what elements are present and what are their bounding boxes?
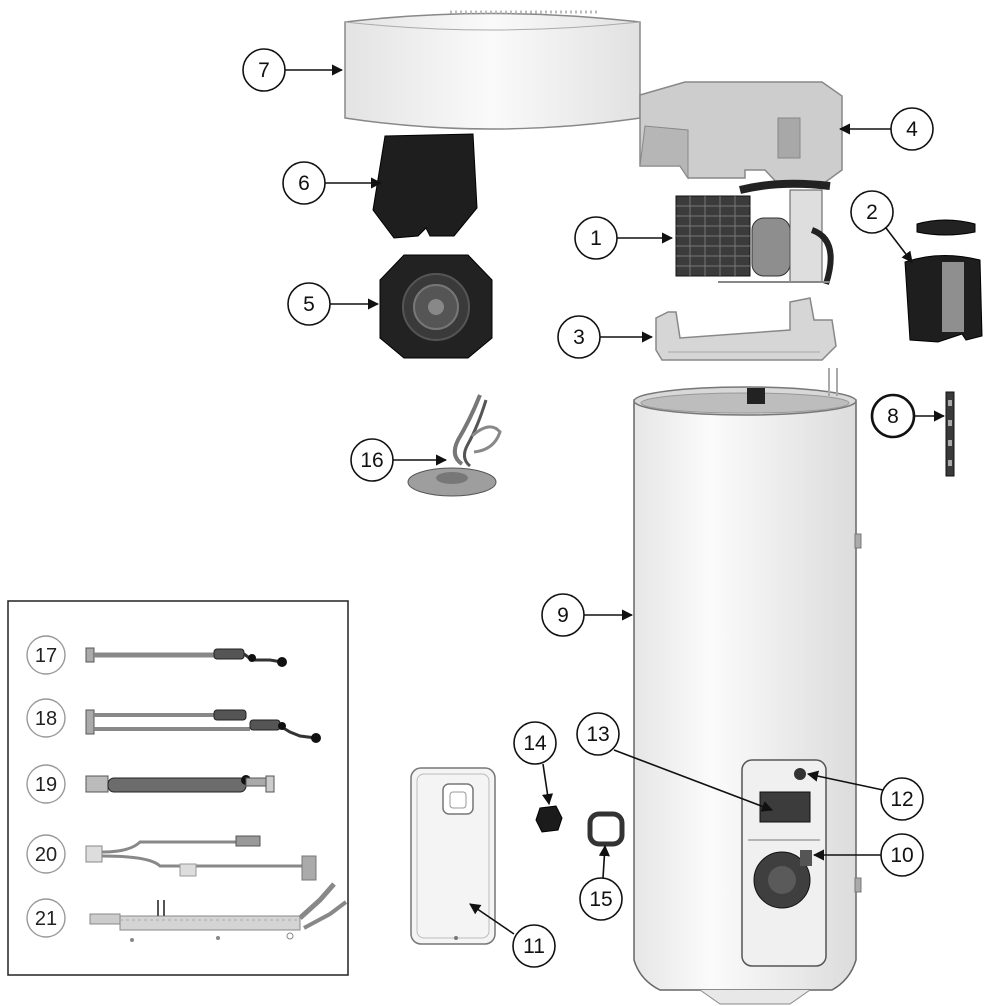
callout-8: 8 bbox=[870, 393, 916, 439]
fan-assembly bbox=[379, 254, 493, 359]
callout-circle-15 bbox=[579, 877, 623, 921]
callout-13: 13 bbox=[576, 712, 620, 756]
inset-number-20: 20 bbox=[35, 844, 57, 866]
inset-label-18: 18 bbox=[26, 698, 66, 738]
callout-number-12: 12 bbox=[890, 788, 913, 811]
callout-number-3: 3 bbox=[573, 326, 585, 349]
callout-circle-13 bbox=[576, 712, 620, 756]
top-cover-band bbox=[344, 10, 641, 130]
callout-arrow-15 bbox=[598, 844, 610, 879]
inset-circle-19 bbox=[26, 764, 66, 804]
mounting-bracket bbox=[945, 391, 955, 477]
callout-9: 9 bbox=[541, 593, 585, 637]
callout-number-6: 6 bbox=[298, 172, 310, 195]
callout-circle-1 bbox=[574, 216, 618, 260]
inset-number-21: 21 bbox=[35, 908, 57, 930]
inset-circle-18 bbox=[26, 698, 66, 738]
callout-10: 10 bbox=[880, 833, 924, 877]
inset-part-19-tube bbox=[85, 775, 275, 793]
inset-label-17: 17 bbox=[26, 635, 66, 675]
callout-number-16: 16 bbox=[360, 449, 383, 472]
callout-11: 11 bbox=[512, 924, 556, 968]
inset-part-17-cable bbox=[85, 647, 287, 667]
callout-7: 7 bbox=[242, 48, 286, 92]
callout-16: 16 bbox=[350, 438, 394, 482]
callout-number-9: 9 bbox=[557, 604, 569, 627]
callout-5: 5 bbox=[287, 282, 331, 326]
callout-3: 3 bbox=[557, 315, 601, 359]
front-cover-panel bbox=[410, 767, 496, 945]
inset-circle-21 bbox=[26, 898, 66, 938]
callout-circle-14 bbox=[513, 721, 557, 765]
control-knob bbox=[535, 805, 563, 833]
callout-arrows bbox=[285, 64, 946, 935]
callout-number-13: 13 bbox=[586, 723, 609, 746]
callout-circle-4 bbox=[890, 107, 934, 151]
callout-circle-11 bbox=[512, 924, 556, 968]
callout-number-7: 7 bbox=[258, 59, 270, 82]
inset-label-layer: 17 18 19 20 21 bbox=[26, 635, 66, 938]
callout-circle-10 bbox=[880, 833, 924, 877]
side-cover-pieces bbox=[904, 219, 983, 343]
inset-number-18: 18 bbox=[35, 708, 57, 730]
inset-circle-20 bbox=[26, 834, 66, 874]
callout-arrow-11 bbox=[469, 903, 515, 935]
callout-circle-16 bbox=[350, 438, 394, 482]
callout-number-10: 10 bbox=[890, 844, 913, 867]
inset-circle-17 bbox=[26, 635, 66, 675]
callout-4: 4 bbox=[890, 107, 934, 151]
callout-arrow-14 bbox=[541, 763, 554, 806]
callout-6: 6 bbox=[282, 161, 326, 205]
gasket-ring bbox=[587, 811, 625, 847]
water-tank bbox=[633, 368, 862, 1005]
heating-element bbox=[407, 394, 502, 497]
upper-housing bbox=[639, 81, 843, 187]
callout-circle-5 bbox=[287, 282, 331, 326]
callout-1: 1 bbox=[574, 216, 618, 260]
callout-number-2: 2 bbox=[866, 201, 878, 224]
inset-label-19: 19 bbox=[26, 764, 66, 804]
callout-circle-9 bbox=[541, 593, 585, 637]
callout-12: 12 bbox=[880, 777, 924, 821]
callout-arrow-12 bbox=[806, 770, 884, 791]
callout-number-8: 8 bbox=[887, 405, 899, 428]
callout-circle-12 bbox=[880, 777, 924, 821]
inset-number-17: 17 bbox=[35, 645, 57, 667]
callout-number-4: 4 bbox=[906, 118, 918, 141]
compressor-assembly bbox=[675, 179, 834, 285]
callout-number-11: 11 bbox=[523, 935, 545, 958]
inset-part-18-cable bbox=[85, 709, 321, 743]
callout-number-1: 1 bbox=[590, 227, 602, 250]
callout-arrow-13 bbox=[613, 749, 774, 812]
callout-circle-6 bbox=[282, 161, 326, 205]
base-tray bbox=[655, 297, 837, 361]
inset-part-21-harness bbox=[89, 882, 348, 942]
inset-label-21: 21 bbox=[26, 898, 66, 938]
callout-number-5: 5 bbox=[303, 293, 315, 316]
fan-shroud-plate bbox=[372, 133, 478, 239]
callout-15: 15 bbox=[579, 877, 623, 921]
callout-circle-8 bbox=[870, 393, 916, 439]
callout-circle-7 bbox=[242, 48, 286, 92]
callout-2: 2 bbox=[850, 190, 894, 234]
inset-number-19: 19 bbox=[35, 774, 57, 796]
callout-circle-2 bbox=[850, 190, 894, 234]
callout-circle-3 bbox=[557, 315, 601, 359]
inset-label-20: 20 bbox=[26, 834, 66, 874]
inset-part-20-harness bbox=[85, 835, 317, 881]
callout-number-15: 15 bbox=[589, 888, 612, 911]
callout-arrow-2 bbox=[885, 227, 913, 263]
callout-number-14: 14 bbox=[523, 732, 547, 755]
callout-14: 14 bbox=[513, 721, 557, 765]
